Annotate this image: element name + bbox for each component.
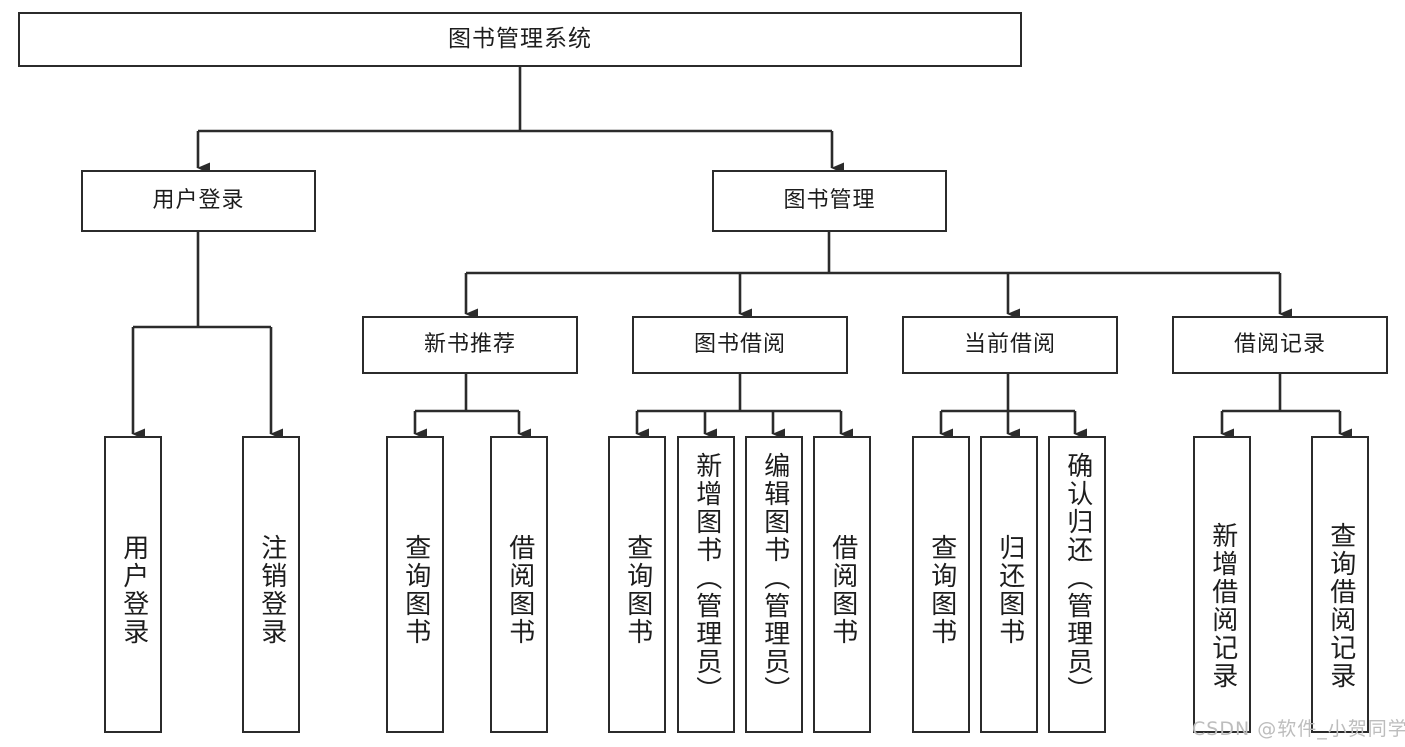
leaf-query-borrow-record[interactable]: 查询借阅记录 — [1311, 436, 1369, 733]
leaf-query-books-recommend[interactable]: 查询图书 — [386, 436, 444, 733]
node-label: 确认归还（管理员） — [1062, 452, 1093, 704]
leaf-return-books[interactable]: 归还图书 — [980, 436, 1038, 733]
node-label: 借阅记录 — [1233, 332, 1326, 357]
leaf-logout[interactable]: 注销登录 — [242, 436, 300, 733]
node-label: 新增借阅记录 — [1207, 522, 1238, 690]
leaf-user-login[interactable]: 用户登录 — [104, 436, 162, 733]
node-label: 归还图书 — [994, 534, 1025, 646]
node-label: 编辑图书（管理员） — [759, 452, 790, 704]
node-label: 图书借阅 — [693, 332, 786, 357]
node-label: 注销登录 — [256, 534, 287, 646]
node-label: 借阅图书 — [504, 534, 535, 646]
node-label: 用户登录 — [152, 188, 245, 213]
node-label: 用户登录 — [118, 534, 149, 646]
node-label: 当前借阅 — [963, 332, 1056, 357]
leaf-add-borrow-record[interactable]: 新增借阅记录 — [1193, 436, 1251, 733]
leaf-borrow-books-recommend[interactable]: 借阅图书 — [490, 436, 548, 733]
node-root-system[interactable]: 图书管理系统 — [18, 12, 1022, 67]
leaf-query-books-borrow[interactable]: 查询图书 — [608, 436, 666, 733]
node-label: 查询图书 — [400, 534, 431, 646]
node-label: 查询图书 — [926, 534, 957, 646]
node-current-borrow[interactable]: 当前借阅 — [902, 316, 1118, 374]
node-borrow-records[interactable]: 借阅记录 — [1172, 316, 1388, 374]
node-book-management[interactable]: 图书管理 — [712, 170, 947, 232]
leaf-add-book-admin[interactable]: 新增图书（管理员） — [677, 436, 735, 733]
leaf-query-books-current[interactable]: 查询图书 — [912, 436, 970, 733]
node-label: 查询借阅记录 — [1325, 522, 1356, 690]
node-user-login[interactable]: 用户登录 — [81, 170, 316, 232]
csdn-watermark: CSDN @软件_小贺同学 — [1192, 718, 1405, 740]
leaf-confirm-return-admin[interactable]: 确认归还（管理员） — [1048, 436, 1106, 733]
node-label: 图书管理 — [783, 188, 876, 213]
node-new-book-recommend[interactable]: 新书推荐 — [362, 316, 578, 374]
node-label: 新增图书（管理员） — [691, 452, 722, 704]
leaf-edit-book-admin[interactable]: 编辑图书（管理员） — [745, 436, 803, 733]
node-label: 借阅图书 — [827, 534, 858, 646]
node-label: 查询图书 — [622, 534, 653, 646]
leaf-borrow-books[interactable]: 借阅图书 — [813, 436, 871, 733]
node-label: 图书管理系统 — [448, 26, 592, 52]
node-book-borrow[interactable]: 图书借阅 — [632, 316, 848, 374]
node-label: 新书推荐 — [423, 332, 516, 357]
